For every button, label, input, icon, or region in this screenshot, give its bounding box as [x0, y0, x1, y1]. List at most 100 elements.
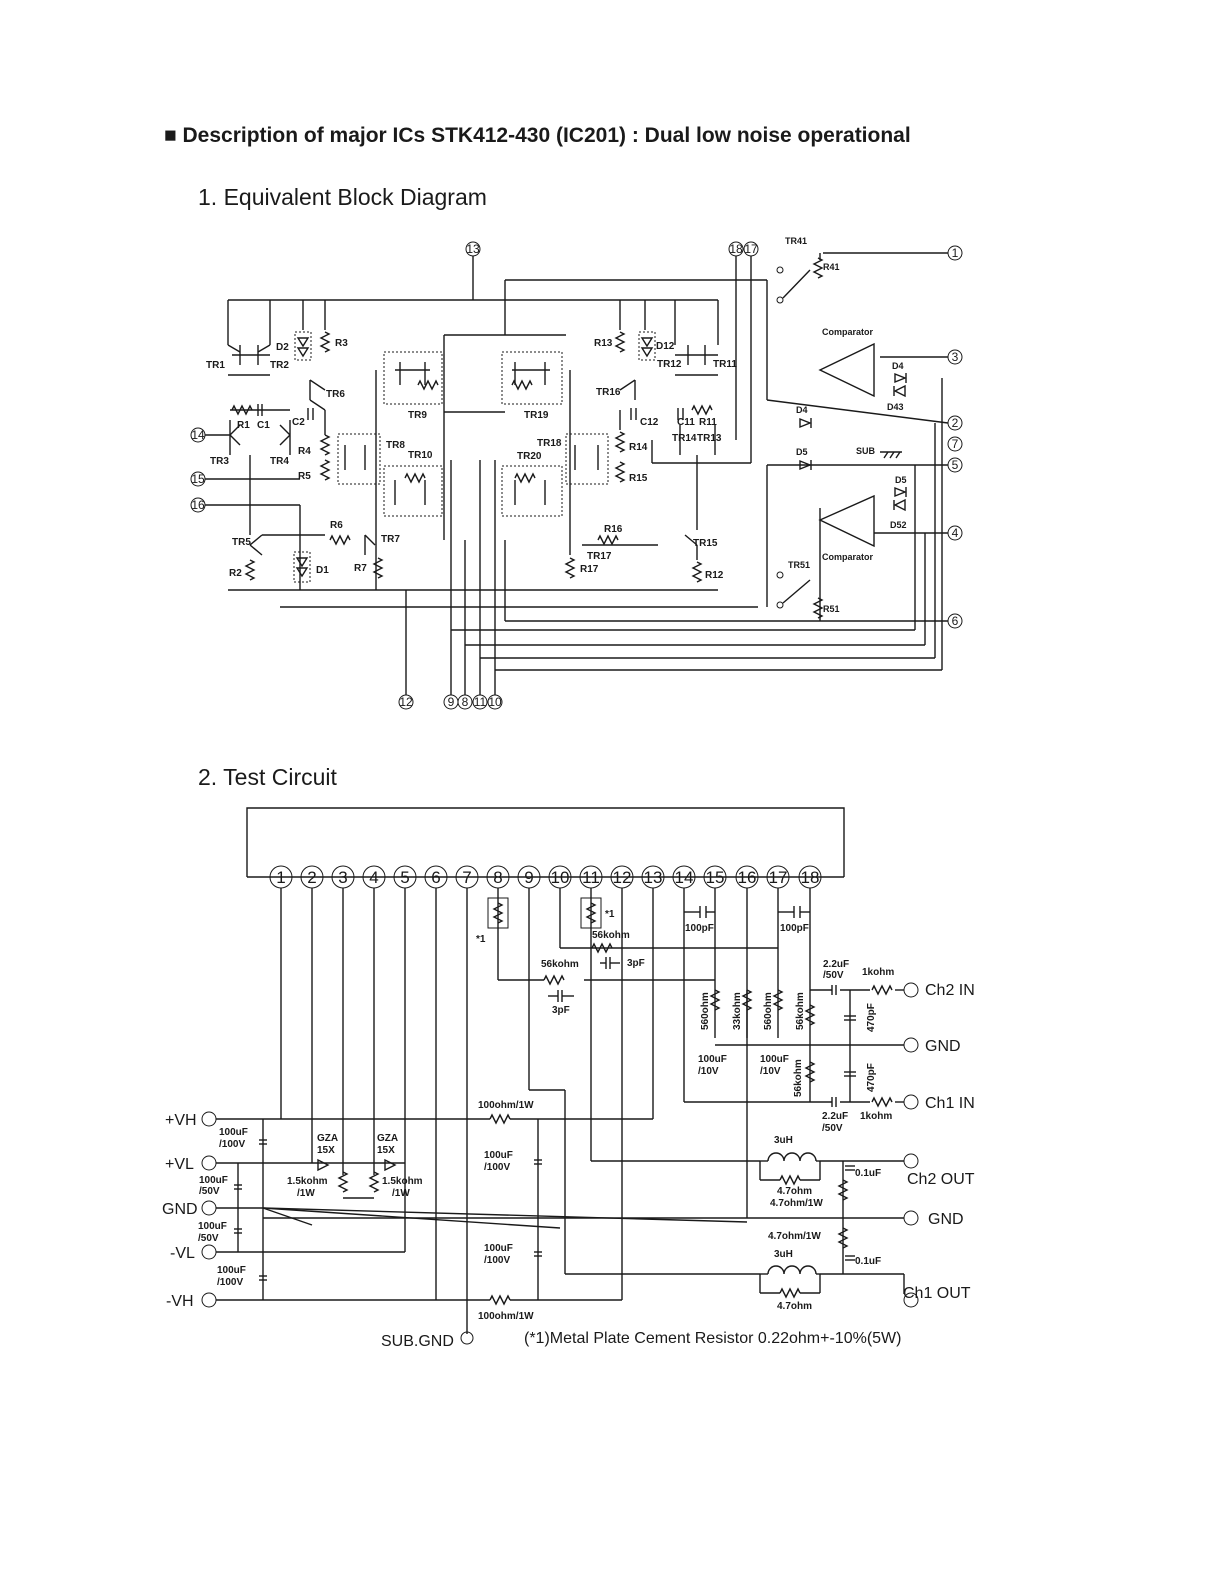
- svg-text:8: 8: [462, 695, 469, 709]
- terminal-gnd-right-1: GND: [925, 1038, 961, 1055]
- svg-text:17: 17: [769, 868, 788, 887]
- svg-text:2.2uF: 2.2uF: [823, 959, 849, 970]
- svg-text:100uF: 100uF: [217, 1265, 246, 1276]
- svg-text:100pF: 100pF: [685, 923, 714, 934]
- svg-text:Comparator: Comparator: [822, 327, 874, 337]
- svg-text:15: 15: [706, 868, 725, 887]
- terminal-ch1-out: Ch1 OUT: [903, 1285, 971, 1302]
- svg-text:3uH: 3uH: [774, 1135, 793, 1146]
- svg-text:TR17: TR17: [587, 551, 612, 562]
- svg-text:10: 10: [488, 695, 502, 709]
- svg-text:1.5kohm: 1.5kohm: [287, 1176, 328, 1187]
- svg-text:R17: R17: [580, 564, 599, 575]
- svg-text:100uF: 100uF: [219, 1127, 248, 1138]
- svg-text:R3: R3: [335, 338, 348, 349]
- svg-text:D4: D4: [796, 405, 808, 415]
- svg-text:TR16: TR16: [596, 387, 621, 398]
- terminal-gnd-right-2: GND: [928, 1211, 964, 1228]
- terminal-ch2-out: Ch2 OUT: [907, 1171, 975, 1188]
- bd-comparator-1: Comparator: [818, 327, 875, 398]
- terminal-ch1-in: Ch1 IN: [925, 1095, 975, 1112]
- svg-text:R12: R12: [705, 570, 724, 581]
- svg-text:4.7ohm: 4.7ohm: [777, 1186, 812, 1197]
- svg-text:15X: 15X: [317, 1145, 335, 1156]
- svg-text:560ohm: 560ohm: [763, 992, 774, 1030]
- tc-pin-10: 10: [548, 865, 572, 889]
- svg-text:100uF: 100uF: [198, 1221, 227, 1232]
- svg-text:1kohm: 1kohm: [862, 967, 894, 978]
- tc-labels: *1 *1 100pF 100pF 56kohm 3pF 56kohm 3pF …: [198, 909, 894, 1322]
- tc-pin-16: 16: [735, 865, 759, 889]
- svg-text:15: 15: [191, 472, 205, 486]
- svg-text:/50V: /50V: [198, 1233, 219, 1244]
- svg-text:C2: C2: [292, 417, 305, 428]
- ic-body: [246, 807, 845, 877]
- tc-pin-17: 17: [766, 865, 790, 889]
- bd-wiring: [205, 252, 949, 695]
- svg-text:0.1uF: 0.1uF: [855, 1168, 881, 1179]
- tc-pin-12: 12: [610, 865, 634, 889]
- svg-text:16: 16: [191, 498, 205, 512]
- bd-pin-18: 18: [728, 241, 744, 257]
- svg-text:TR4: TR4: [270, 456, 289, 467]
- svg-text:14: 14: [191, 428, 205, 442]
- svg-text:4.7ohm: 4.7ohm: [777, 1301, 812, 1312]
- svg-text:/100V: /100V: [217, 1277, 243, 1288]
- svg-text:560ohm: 560ohm: [700, 992, 711, 1030]
- svg-text:R13: R13: [594, 338, 613, 349]
- svg-text:2.2uF: 2.2uF: [822, 1111, 848, 1122]
- tc-terminals: [201, 982, 919, 1345]
- test-circuit: 1 2 3 4 5 6 7 8 9 10 11 12 13 14 15 16 1…: [162, 807, 975, 1350]
- svg-text:R51: R51: [823, 604, 840, 614]
- svg-text:100ohm/1W: 100ohm/1W: [478, 1100, 534, 1111]
- svg-text:R4: R4: [298, 446, 311, 457]
- svg-text:R11: R11: [699, 417, 717, 428]
- svg-text:R15: R15: [629, 473, 648, 484]
- svg-text:3uH: 3uH: [774, 1249, 793, 1260]
- svg-text:TR12: TR12: [657, 359, 682, 370]
- svg-text:1: 1: [952, 246, 959, 260]
- svg-text:D5: D5: [895, 475, 907, 485]
- svg-text:TR20: TR20: [517, 451, 542, 462]
- svg-text:TR1: TR1: [206, 360, 225, 371]
- svg-text:100ohm/1W: 100ohm/1W: [478, 1311, 534, 1322]
- terminal-sub-gnd: SUB.GND: [381, 1333, 454, 1350]
- svg-text:100uF: 100uF: [484, 1243, 513, 1254]
- bd-pin-4: 4: [947, 525, 963, 541]
- svg-text:3: 3: [338, 868, 347, 887]
- svg-text:C1: C1: [257, 420, 270, 431]
- svg-text:R16: R16: [604, 524, 623, 535]
- svg-text:D43: D43: [887, 402, 904, 412]
- svg-text:14: 14: [675, 868, 694, 887]
- svg-text:6: 6: [952, 614, 959, 628]
- svg-text:D4: D4: [892, 361, 904, 371]
- bd-comparator-2: Comparator: [818, 494, 875, 562]
- svg-text:GZA: GZA: [317, 1133, 338, 1144]
- svg-text:2: 2: [307, 868, 316, 887]
- svg-text:100pF: 100pF: [780, 923, 809, 934]
- svg-text:/1W: /1W: [297, 1188, 315, 1199]
- svg-text:2: 2: [952, 416, 959, 430]
- bd-pin-17: 17: [743, 241, 759, 257]
- svg-text:D12: D12: [656, 341, 675, 352]
- bd-pin-10: 10: [487, 694, 503, 710]
- bd-pin-7: 7: [947, 436, 963, 452]
- svg-text:R7: R7: [354, 563, 367, 574]
- terminal-gnd-left: GND: [162, 1201, 198, 1218]
- svg-text:56kohm: 56kohm: [793, 1059, 804, 1097]
- svg-text:D2: D2: [276, 342, 289, 353]
- svg-text:/1W: /1W: [392, 1188, 410, 1199]
- svg-text:TR51: TR51: [788, 560, 810, 570]
- svg-text:3pF: 3pF: [552, 1005, 570, 1016]
- svg-text:11: 11: [474, 695, 487, 709]
- terminal-minus-vl: -VL: [170, 1245, 195, 1262]
- section-title-block-diagram: 1. Equivalent Block Diagram: [198, 184, 487, 210]
- svg-text:5: 5: [400, 868, 409, 887]
- terminal-ch2-in: Ch2 IN: [925, 982, 975, 999]
- svg-text:15X: 15X: [377, 1145, 395, 1156]
- svg-text:TR9: TR9: [408, 410, 427, 421]
- bd-diodes-right: D4 D43 D4 D5 D5 D52 SUB: [796, 361, 907, 530]
- tc-pin-18: 18: [798, 865, 822, 889]
- svg-text:/100V: /100V: [219, 1139, 245, 1150]
